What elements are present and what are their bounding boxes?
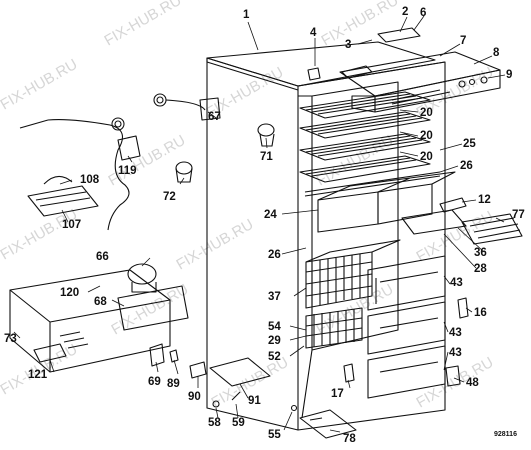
part-label: 1 [243,9,250,21]
ice-tray [461,213,523,245]
part-label: 20 [420,151,433,163]
cabinet-opening [297,61,446,431]
part-label: 7 [460,35,466,47]
freezer-basket [305,251,373,309]
watermark: FIX-HUB.RU [314,281,397,339]
part-label: 16 [474,307,487,319]
part-label: 26 [460,160,473,172]
reference-code: 928116 [494,431,517,438]
part-label: 43 [450,277,463,289]
part-label: 26 [268,249,281,261]
part-label: 55 [268,429,281,441]
part-label: 20 [420,130,433,142]
freezer-door [367,255,446,311]
watermark: FIX-HUB.RU [319,0,402,49]
part-label: 119 [118,165,137,177]
watermark: FIX-HUB.RU [0,56,80,114]
watermark: FIX-HUB.RU [0,206,80,264]
part-label: 72 [163,191,176,203]
part-label: 36 [474,247,487,259]
part-label: 2 [402,6,408,18]
crisper-drawer [317,191,379,233]
part-label: 9 [506,69,512,81]
shelf [299,111,431,139]
capillary-tube [47,119,130,231]
cabinet-top-edge [206,58,299,91]
line-art [9,27,523,439]
freezer-door [367,345,446,399]
part-label: 54 [268,321,281,333]
freezer-door [367,301,446,355]
crisper-drawer [377,183,433,225]
part-label: 12 [478,194,491,206]
thermostat [27,185,99,217]
part-label: 24 [264,209,277,221]
watermark: FIX-HUB.RU [109,281,192,339]
part-label: 120 [60,287,79,299]
part-label: 37 [268,291,281,303]
part-label: 71 [260,151,273,163]
shelf [299,155,431,183]
part-label: 68 [94,296,107,308]
part-label: 8 [493,47,500,59]
part-label: 108 [80,174,100,186]
part-label: 121 [28,369,48,381]
part-label: 67 [208,111,221,123]
watermark: FIX-HUB.RU [414,354,497,412]
part-label: 69 [148,376,161,388]
part-label: 77 [512,209,525,221]
part-label: 3 [345,39,351,51]
watermark: FIX-HUB.RU [174,216,257,274]
part-label: 73 [4,333,17,345]
part-label: 4 [310,27,317,39]
leader-lines [13,15,506,433]
part-label: 58 [208,417,221,429]
part-labels: 1 2 3 4 6 7 8 9 20 20 20 25 26 26 67 71 … [4,6,525,445]
part-label: 90 [188,391,201,403]
part-label: 43 [449,347,462,359]
part-label: 28 [474,263,487,275]
part-label: 91 [248,395,261,407]
part-label: 89 [167,378,180,390]
shelf [299,91,431,119]
part-label: 59 [232,417,245,429]
shelf [299,133,431,161]
freezer-basket [305,307,363,349]
part-label: 52 [268,351,281,363]
drawing-reference: 928116 [494,431,517,438]
part-label: 6 [420,7,426,19]
part-label: 78 [343,433,356,445]
part-label: 17 [331,388,344,400]
part-label: 48 [466,377,479,389]
cabinet-top [206,41,436,87]
part-label: 25 [463,138,476,150]
part-label: 29 [268,335,281,347]
part-label: 43 [449,327,462,339]
watermark: FIX-HUB.RU [102,0,185,49]
bracket [299,409,357,439]
part-label: 20 [420,107,433,119]
part-label: 107 [62,219,81,231]
part-label: 66 [96,251,109,263]
